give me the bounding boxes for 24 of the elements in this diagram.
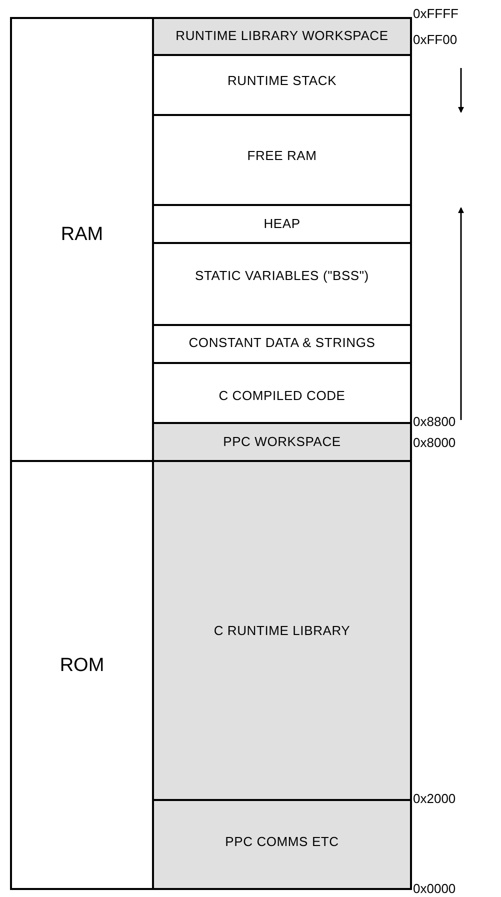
region-label: RAM xyxy=(60,224,104,246)
memory-region-block xyxy=(10,17,154,462)
memory-segment xyxy=(152,460,412,801)
memory-region-block xyxy=(10,460,154,890)
segment-label: RUNTIME STACK xyxy=(226,73,338,88)
memory-segment xyxy=(152,422,412,462)
segment-label: C RUNTIME LIBRARY xyxy=(212,623,352,638)
segment-label: RUNTIME LIBRARY WORKSPACE xyxy=(174,28,390,43)
address-label: 0xFFFF xyxy=(413,6,458,21)
segment-label: CONSTANT DATA & STRINGS xyxy=(188,335,376,350)
address-label: 0x8800 xyxy=(413,414,456,429)
memory-segment xyxy=(152,17,412,56)
address-label: 0x8000 xyxy=(413,435,456,450)
address-label: 0x0000 xyxy=(413,881,456,896)
segment-label: PPC WORKSPACE xyxy=(222,434,342,449)
segment-label: C COMPILED CODE xyxy=(218,388,346,403)
segment-label: PPC COMMS ETC xyxy=(224,834,340,849)
segment-label: HEAP xyxy=(262,216,302,231)
region-label: ROM xyxy=(58,655,106,677)
segment-label: FREE RAM xyxy=(246,148,318,163)
segment-label: STATIC VARIABLES ("BSS") xyxy=(194,268,370,283)
memory-segment xyxy=(152,799,412,890)
address-label: 0xFF00 xyxy=(413,32,458,47)
address-label: 0x2000 xyxy=(413,791,456,806)
